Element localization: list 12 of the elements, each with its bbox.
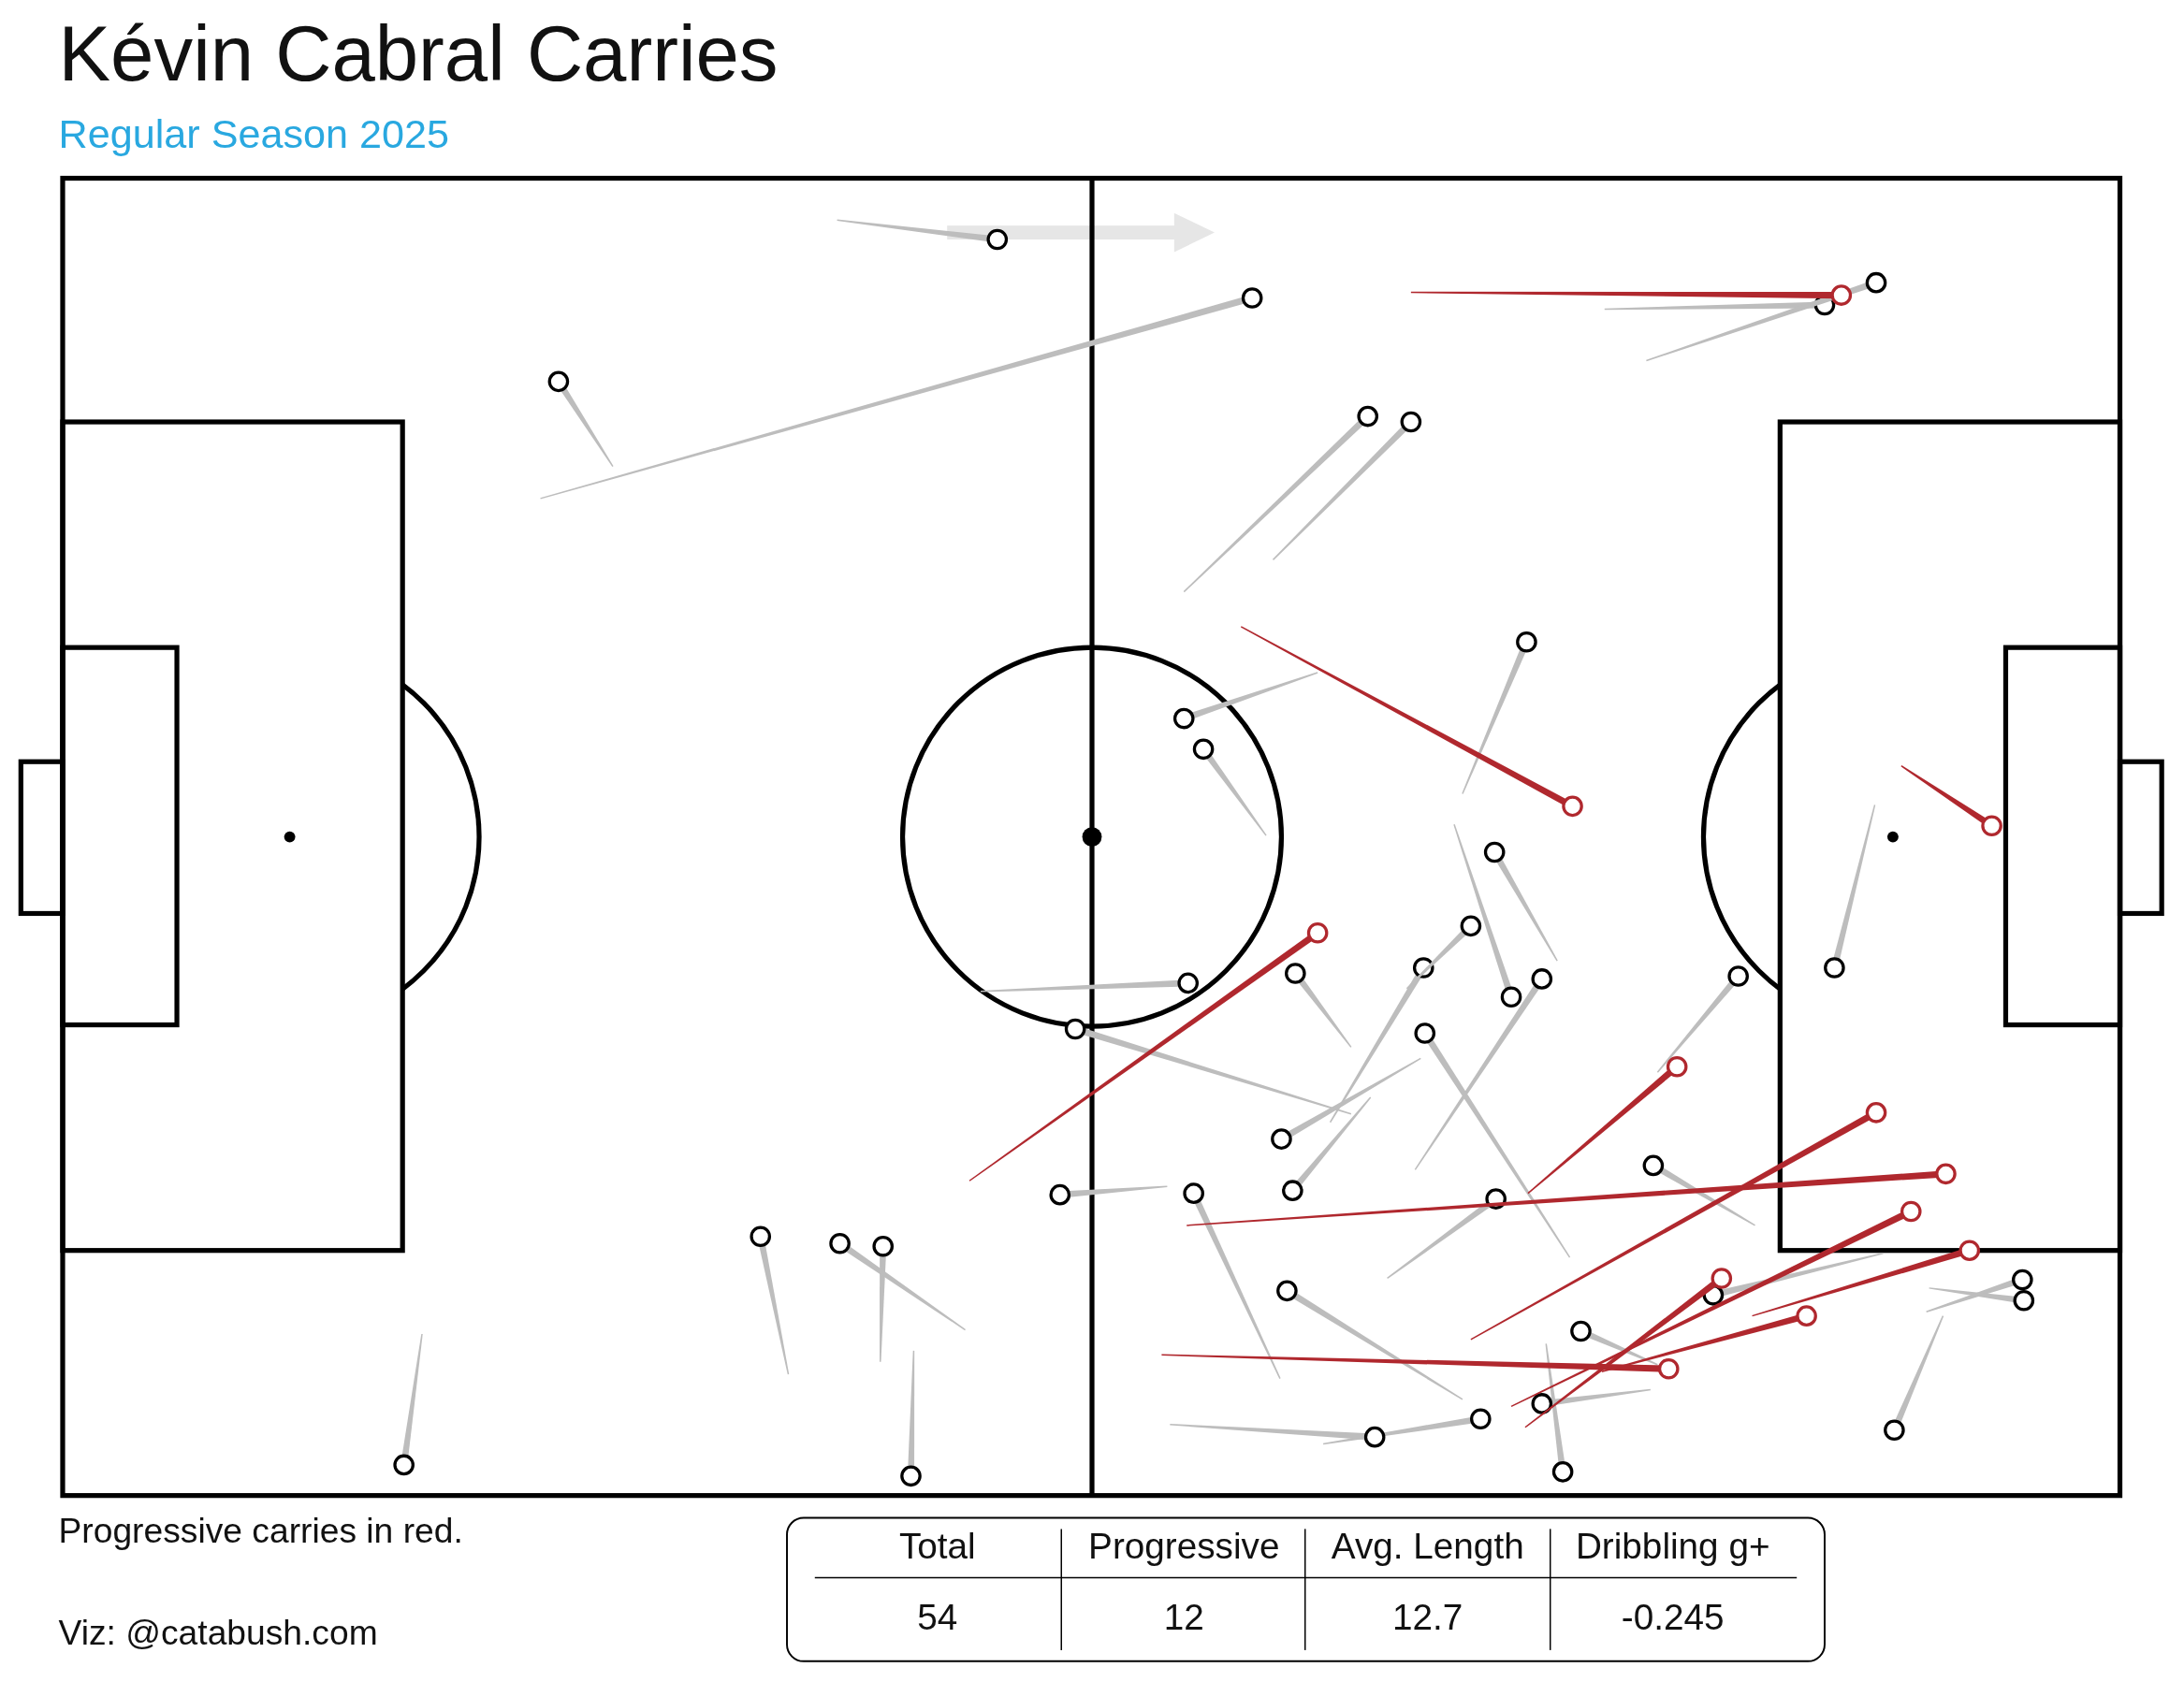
table-header: Progressive xyxy=(1088,1524,1280,1569)
table-value: 12.7 xyxy=(1392,1595,1463,1639)
table-value: 12 xyxy=(1163,1595,1204,1639)
note: Progressive carries in red. xyxy=(58,1511,463,1552)
table-header: Dribbling g+ xyxy=(1575,1524,1770,1569)
table-value: 54 xyxy=(917,1595,958,1639)
credit-note: Viz: @catabush.com xyxy=(58,1612,378,1653)
table-value: -0.245 xyxy=(1621,1595,1725,1639)
table-header: Avg. Length xyxy=(1331,1524,1524,1569)
chart-title: Kévin Cabral Carries xyxy=(58,8,779,99)
table-header: Total xyxy=(898,1524,976,1569)
subtitle: Regular Season 2025 xyxy=(58,111,450,158)
